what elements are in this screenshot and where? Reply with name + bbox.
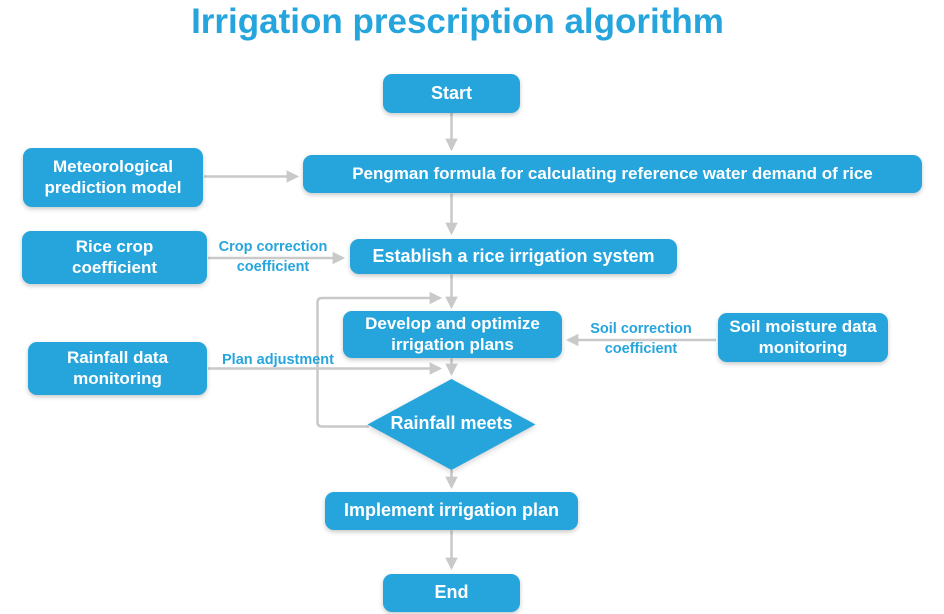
edge-label-crop-correction-coefficient: Crop correction coefficient: [218, 239, 328, 275]
node-develop-optimize-plans: Develop and optimize irrigation plans: [343, 311, 562, 358]
edge-label-soil-correction-coefficient: Soil correction coefficient: [590, 321, 692, 357]
node-end: End: [383, 574, 520, 612]
node-start: Start: [383, 74, 520, 113]
edge-label-plan-adjustment: Plan adjustment: [222, 352, 334, 368]
node-establish-irrigation-system: Establish a rice irrigation system: [350, 239, 677, 274]
node-soil-moisture-monitoring: Soil moisture data monitoring: [718, 313, 888, 362]
node-decision-rainfall-meets: Rainfall meets: [390, 413, 513, 433]
page-title: Irrigation prescription algorithm: [191, 2, 724, 41]
node-pengman-formula: Pengman formula for calculating referenc…: [303, 155, 922, 193]
decision-diamond-shape: [367, 379, 536, 470]
arrow-feedback-loop: [316, 291, 443, 428]
node-meteorological-prediction-model: Meteorological prediction model: [23, 148, 203, 207]
node-rice-crop-coefficient: Rice crop coefficient: [22, 231, 207, 284]
node-implement-irrigation-plan: Implement irrigation plan: [325, 492, 578, 530]
node-rainfall-data-monitoring: Rainfall data monitoring: [28, 342, 207, 395]
